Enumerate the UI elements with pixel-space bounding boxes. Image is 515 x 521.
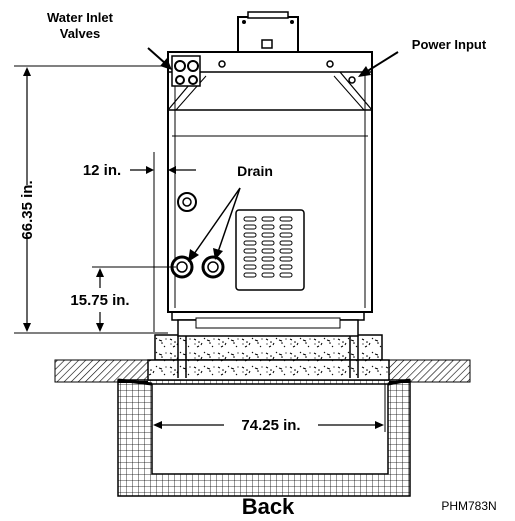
ground-left bbox=[54, 359, 156, 383]
drain-height-dimension bbox=[92, 266, 176, 332]
vent-grille bbox=[235, 209, 305, 291]
water-inlet-label-line2: Valves bbox=[60, 26, 101, 41]
power-input-connector bbox=[326, 60, 356, 84]
water-inlet-label-line1: Water Inlet bbox=[47, 10, 114, 25]
base-width-dimension bbox=[151, 384, 386, 432]
power-input-arrow bbox=[358, 51, 399, 77]
pipe-fitting bbox=[177, 192, 197, 212]
side-offset-label: 12 in. bbox=[83, 162, 121, 179]
drain-label: Drain bbox=[237, 163, 273, 179]
ground-right bbox=[381, 359, 471, 383]
water-inlet-valves bbox=[171, 55, 226, 87]
water-inlet-arrow bbox=[147, 47, 172, 70]
base-width-label: 74.25 in. bbox=[241, 417, 300, 434]
drain-height-label: 15.75 in. bbox=[70, 292, 129, 309]
power-input-label: Power Input bbox=[412, 37, 487, 52]
foundation-pit bbox=[117, 378, 411, 497]
top-junction-box bbox=[237, 11, 299, 53]
drain-arrows bbox=[188, 187, 241, 262]
drain-right bbox=[201, 255, 225, 279]
height-dimension bbox=[14, 65, 168, 334]
figure-code: PHM783N bbox=[441, 499, 496, 513]
side-offset-dimension bbox=[130, 152, 196, 332]
machine-base bbox=[171, 311, 365, 337]
concrete-pad bbox=[118, 334, 410, 383]
view-title: Back bbox=[242, 494, 295, 519]
height-label: 66.35 in. bbox=[19, 180, 36, 239]
